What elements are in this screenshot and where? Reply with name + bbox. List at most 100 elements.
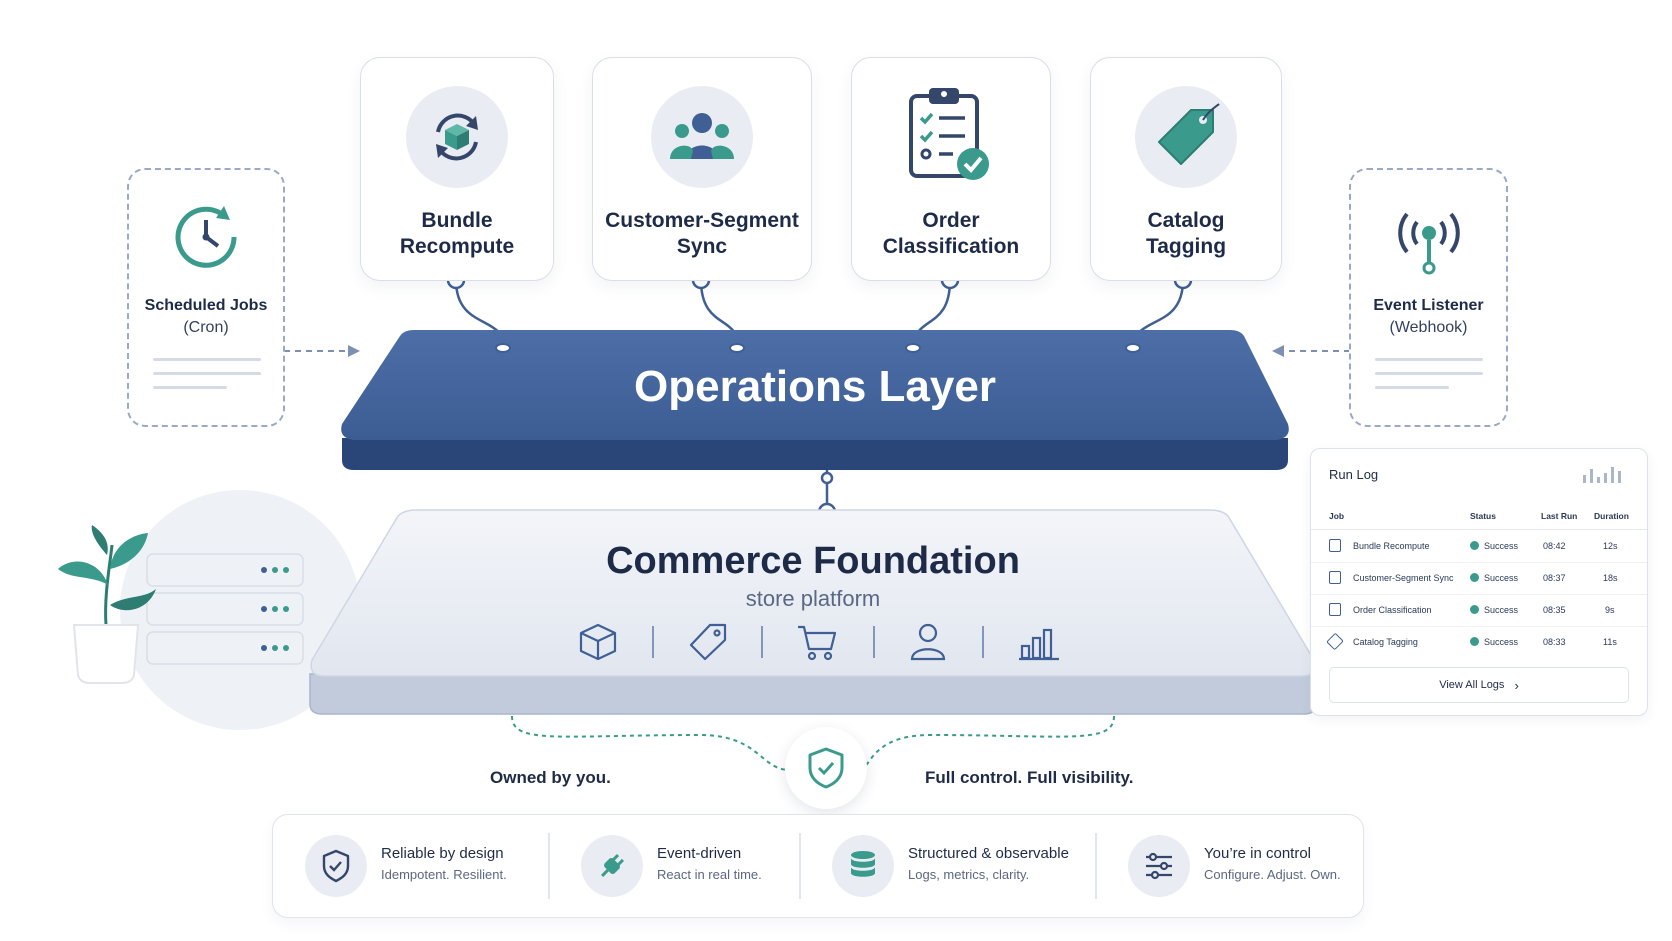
- plant-icon: [52, 525, 162, 690]
- clipboard-check-icon: [907, 84, 993, 189]
- job-name: Customer-Segment Sync: [1353, 573, 1454, 583]
- scheduled-jobs-card[interactable]: Scheduled Jobs (Cron): [127, 168, 285, 427]
- server-stack-icon: [146, 553, 304, 670]
- placeholder-line: [153, 386, 227, 389]
- status-text: Success: [1484, 541, 1519, 551]
- status-dot: [1470, 573, 1479, 582]
- broadcast-icon: [1391, 204, 1467, 281]
- last-run: 08:37: [1543, 573, 1566, 583]
- job-icon: [1329, 603, 1341, 616]
- divider: [982, 626, 984, 658]
- trigger-title: Scheduled Jobs: [144, 297, 268, 314]
- shield-check-icon: [808, 747, 844, 789]
- status-dot: [1470, 605, 1479, 614]
- feature-event-driven: Event-driven React in real time.: [549, 815, 799, 917]
- feature-subtitle: Configure. Adjust. Own.: [1204, 867, 1341, 882]
- feature-title: You’re in control: [1204, 845, 1312, 862]
- tag-icon: [688, 622, 728, 667]
- divider: [548, 833, 550, 899]
- foundation-title: Commerce Foundation: [606, 540, 1020, 582]
- view-all-label: View All Logs: [1439, 679, 1505, 691]
- table-row[interactable]: Catalog Tagging Success 08:33 11s: [1311, 627, 1647, 658]
- user-icon: [908, 622, 948, 667]
- run-log-header: Job Status Last Run Duration: [1311, 501, 1647, 532]
- clock-icon: [172, 202, 242, 277]
- last-run: 08:35: [1543, 605, 1566, 615]
- mini-bars-icon: [1581, 465, 1631, 488]
- bar-chart-icon: [1018, 622, 1060, 667]
- trigger-subtitle: (Cron): [183, 319, 229, 336]
- card-title: Customer-Segment Sync: [605, 209, 799, 258]
- table-row[interactable]: Customer-Segment Sync Success 08:37 18s: [1311, 563, 1647, 594]
- last-run: 08:42: [1543, 541, 1566, 551]
- run-log-panel[interactable]: Run Log Job Status Last Run Duration Bun…: [1310, 448, 1648, 716]
- card-title: Order Classification: [882, 209, 1020, 258]
- foundation-subtitle: store platform: [745, 586, 881, 611]
- status-text: Success: [1484, 605, 1519, 615]
- status-text: Success: [1484, 637, 1519, 647]
- col-status: Status: [1470, 511, 1496, 521]
- last-run: 08:33: [1543, 637, 1566, 647]
- feature-subtitle: Logs, metrics, clarity.: [908, 867, 1030, 882]
- shield-badge: [785, 727, 867, 809]
- placeholder-line: [1375, 386, 1449, 389]
- operations-layer-slab: [341, 330, 1289, 470]
- card-title: Catalog Tagging: [1145, 209, 1227, 258]
- feature-subtitle: Idempotent. Resilient.: [381, 867, 507, 882]
- feature-title: Structured & observable: [908, 845, 1069, 862]
- status-text: Success: [1484, 573, 1519, 583]
- chevron-right-icon: ›: [1514, 677, 1519, 693]
- duration: 9s: [1605, 605, 1615, 615]
- divider: [799, 833, 801, 899]
- owned-by-you-label: Owned by you.: [490, 768, 611, 787]
- card-order-classification[interactable]: Order Classification: [851, 57, 1051, 281]
- col-duration: Duration: [1594, 511, 1629, 521]
- table-row[interactable]: Bundle Recompute Success 08:42 12s: [1311, 531, 1647, 562]
- divider: [1311, 594, 1647, 595]
- divider: [761, 626, 763, 658]
- feature-subtitle: React in real time.: [657, 867, 762, 882]
- divider: [652, 626, 654, 658]
- operations-layer-title: Operations Layer: [634, 362, 996, 411]
- job-name: Catalog Tagging: [1353, 637, 1418, 647]
- view-all-logs-button[interactable]: View All Logs ›: [1329, 667, 1629, 703]
- card-customer-segment-sync[interactable]: Customer-Segment Sync: [592, 57, 812, 281]
- feature-in-control: You’re in control Configure. Adjust. Own…: [1096, 815, 1361, 917]
- commerce-foundation-slab: [309, 509, 1317, 715]
- cart-icon: [796, 622, 838, 667]
- col-last-run: Last Run: [1541, 511, 1578, 521]
- job-icon: [1329, 539, 1341, 552]
- feature-structured: Structured & observable Logs, metrics, c…: [800, 815, 1095, 917]
- shield-check-icon: [305, 835, 367, 897]
- job-icon: [1329, 571, 1341, 584]
- divider: [1095, 833, 1097, 899]
- feature-reliable: Reliable by design Idempotent. Resilient…: [273, 815, 548, 917]
- cube-sync-icon: [406, 86, 508, 188]
- feature-title: Event-driven: [657, 845, 742, 862]
- placeholder-line: [153, 372, 261, 375]
- trigger-title: Event Listener: [1373, 297, 1484, 314]
- database-icon: [832, 835, 894, 897]
- placeholder-line: [1375, 358, 1483, 361]
- duration: 12s: [1603, 541, 1618, 551]
- job-name: Order Classification: [1353, 605, 1432, 615]
- card-bundle-recompute[interactable]: Bundle Recompute: [360, 57, 554, 281]
- feature-title: Reliable by design: [381, 845, 504, 862]
- divider: [1311, 626, 1647, 627]
- placeholder-line: [1375, 372, 1483, 375]
- status-dot: [1470, 637, 1479, 646]
- job-name: Bundle Recompute: [1353, 541, 1430, 551]
- divider: [1311, 529, 1647, 530]
- plug-icon: [581, 835, 643, 897]
- divider: [873, 626, 875, 658]
- card-title: Bundle Recompute: [399, 209, 515, 258]
- tag-icon: [1135, 86, 1237, 188]
- event-listener-card[interactable]: Event Listener (Webhook): [1349, 168, 1508, 427]
- table-row[interactable]: Order Classification Success 08:35 9s: [1311, 595, 1647, 626]
- feature-bar: Reliable by design Idempotent. Resilient…: [272, 814, 1364, 918]
- card-catalog-tagging[interactable]: Catalog Tagging: [1090, 57, 1282, 281]
- job-icon: [1326, 632, 1344, 651]
- status-dot: [1470, 541, 1479, 550]
- run-log-title: Run Log: [1329, 467, 1379, 482]
- duration: 11s: [1603, 637, 1617, 647]
